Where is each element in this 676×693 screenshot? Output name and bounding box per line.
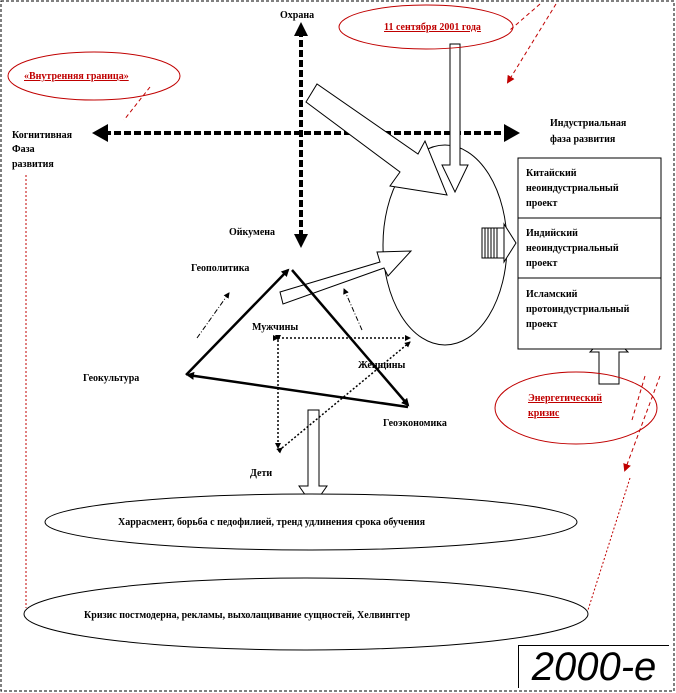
hollow-arrow-diagonal: [305, 83, 448, 196]
right-red-diagonal: [587, 477, 631, 611]
dashdot-arrow-left: [196, 292, 230, 339]
label-energy-2: кризис: [528, 408, 560, 419]
inner-border-red-line: [123, 86, 151, 121]
period-box: 2000-е: [518, 645, 669, 688]
label-men: Мужчины: [252, 322, 298, 333]
energy-red-line: [631, 375, 646, 421]
period-label: 2000-е: [531, 645, 657, 689]
hollow-arrow-to-ellipse: [298, 409, 328, 507]
project-india-line1: Индийский: [526, 228, 578, 239]
label-cognitive-2: Фаза: [12, 144, 35, 155]
project-china-line1: Китайский: [526, 168, 577, 179]
hatch-connector: [481, 222, 517, 264]
label-energy-1: Энергетический: [528, 393, 602, 404]
hollow-arrow-down: [441, 43, 469, 194]
hollow-arrow-up-right: [279, 250, 413, 305]
projects-frame: [517, 157, 662, 350]
energy-crisis-ellipse: [494, 371, 658, 445]
dashdot-arrow-right: [343, 288, 363, 331]
axis-arrow-left: [92, 124, 108, 142]
label-cognitive-3: развития: [12, 159, 54, 170]
project-islamic-line3: проект: [526, 319, 558, 330]
postmodern-ellipse: [23, 577, 589, 651]
label-ohrana: Охрана: [280, 10, 314, 21]
harassment-ellipse: [44, 493, 578, 551]
project-china-line3: проект: [526, 198, 558, 209]
axis-arrow-right: [504, 124, 520, 142]
edge-children-women: [276, 341, 411, 454]
edge-geoculture-geopolitics: [185, 268, 290, 376]
harassment-text: Харрасмент, борьба с педофилией, тренд у…: [118, 517, 426, 528]
project-india-line2: неоиндустриальный: [526, 243, 619, 254]
energy-red-arrow: [623, 375, 661, 472]
postmodern-text: Кризис постмодерна, рекламы, выхолащиван…: [84, 610, 411, 621]
label-geoeconomics: Геоэкономика: [383, 418, 447, 429]
inner-border-ellipse: [7, 51, 181, 101]
label-geopolitics: Геополитика: [191, 263, 249, 274]
label-sept11: 11 сентября 2001 года: [384, 22, 481, 33]
axis-arrow-up: [294, 22, 308, 36]
label-industrial-2: фаза развития: [550, 134, 616, 145]
project-islamic-line1: Исламский: [526, 289, 578, 300]
axis-arrow-down: [294, 234, 308, 248]
edge-geoeconomics-geoculture: [186, 371, 409, 409]
label-industrial-1: Индустриальная: [550, 118, 627, 129]
project-china-line2: неоиндустриальный: [526, 183, 619, 194]
label-geoculture: Геокультура: [83, 373, 139, 384]
sept11-red-arrow: [506, 3, 557, 84]
label-ecumene: Ойкумена: [229, 227, 275, 238]
label-inner-border: «Внутренняя граница»: [24, 71, 129, 82]
label-women: Женщины: [358, 360, 406, 371]
label-cognitive-1: Когнитивная: [12, 130, 73, 141]
project-islamic-line2: протоиндустриальный: [526, 304, 630, 315]
sept11-red-line: [509, 3, 541, 31]
label-children: Дети: [250, 468, 272, 479]
project-india-line3: проект: [526, 258, 558, 269]
